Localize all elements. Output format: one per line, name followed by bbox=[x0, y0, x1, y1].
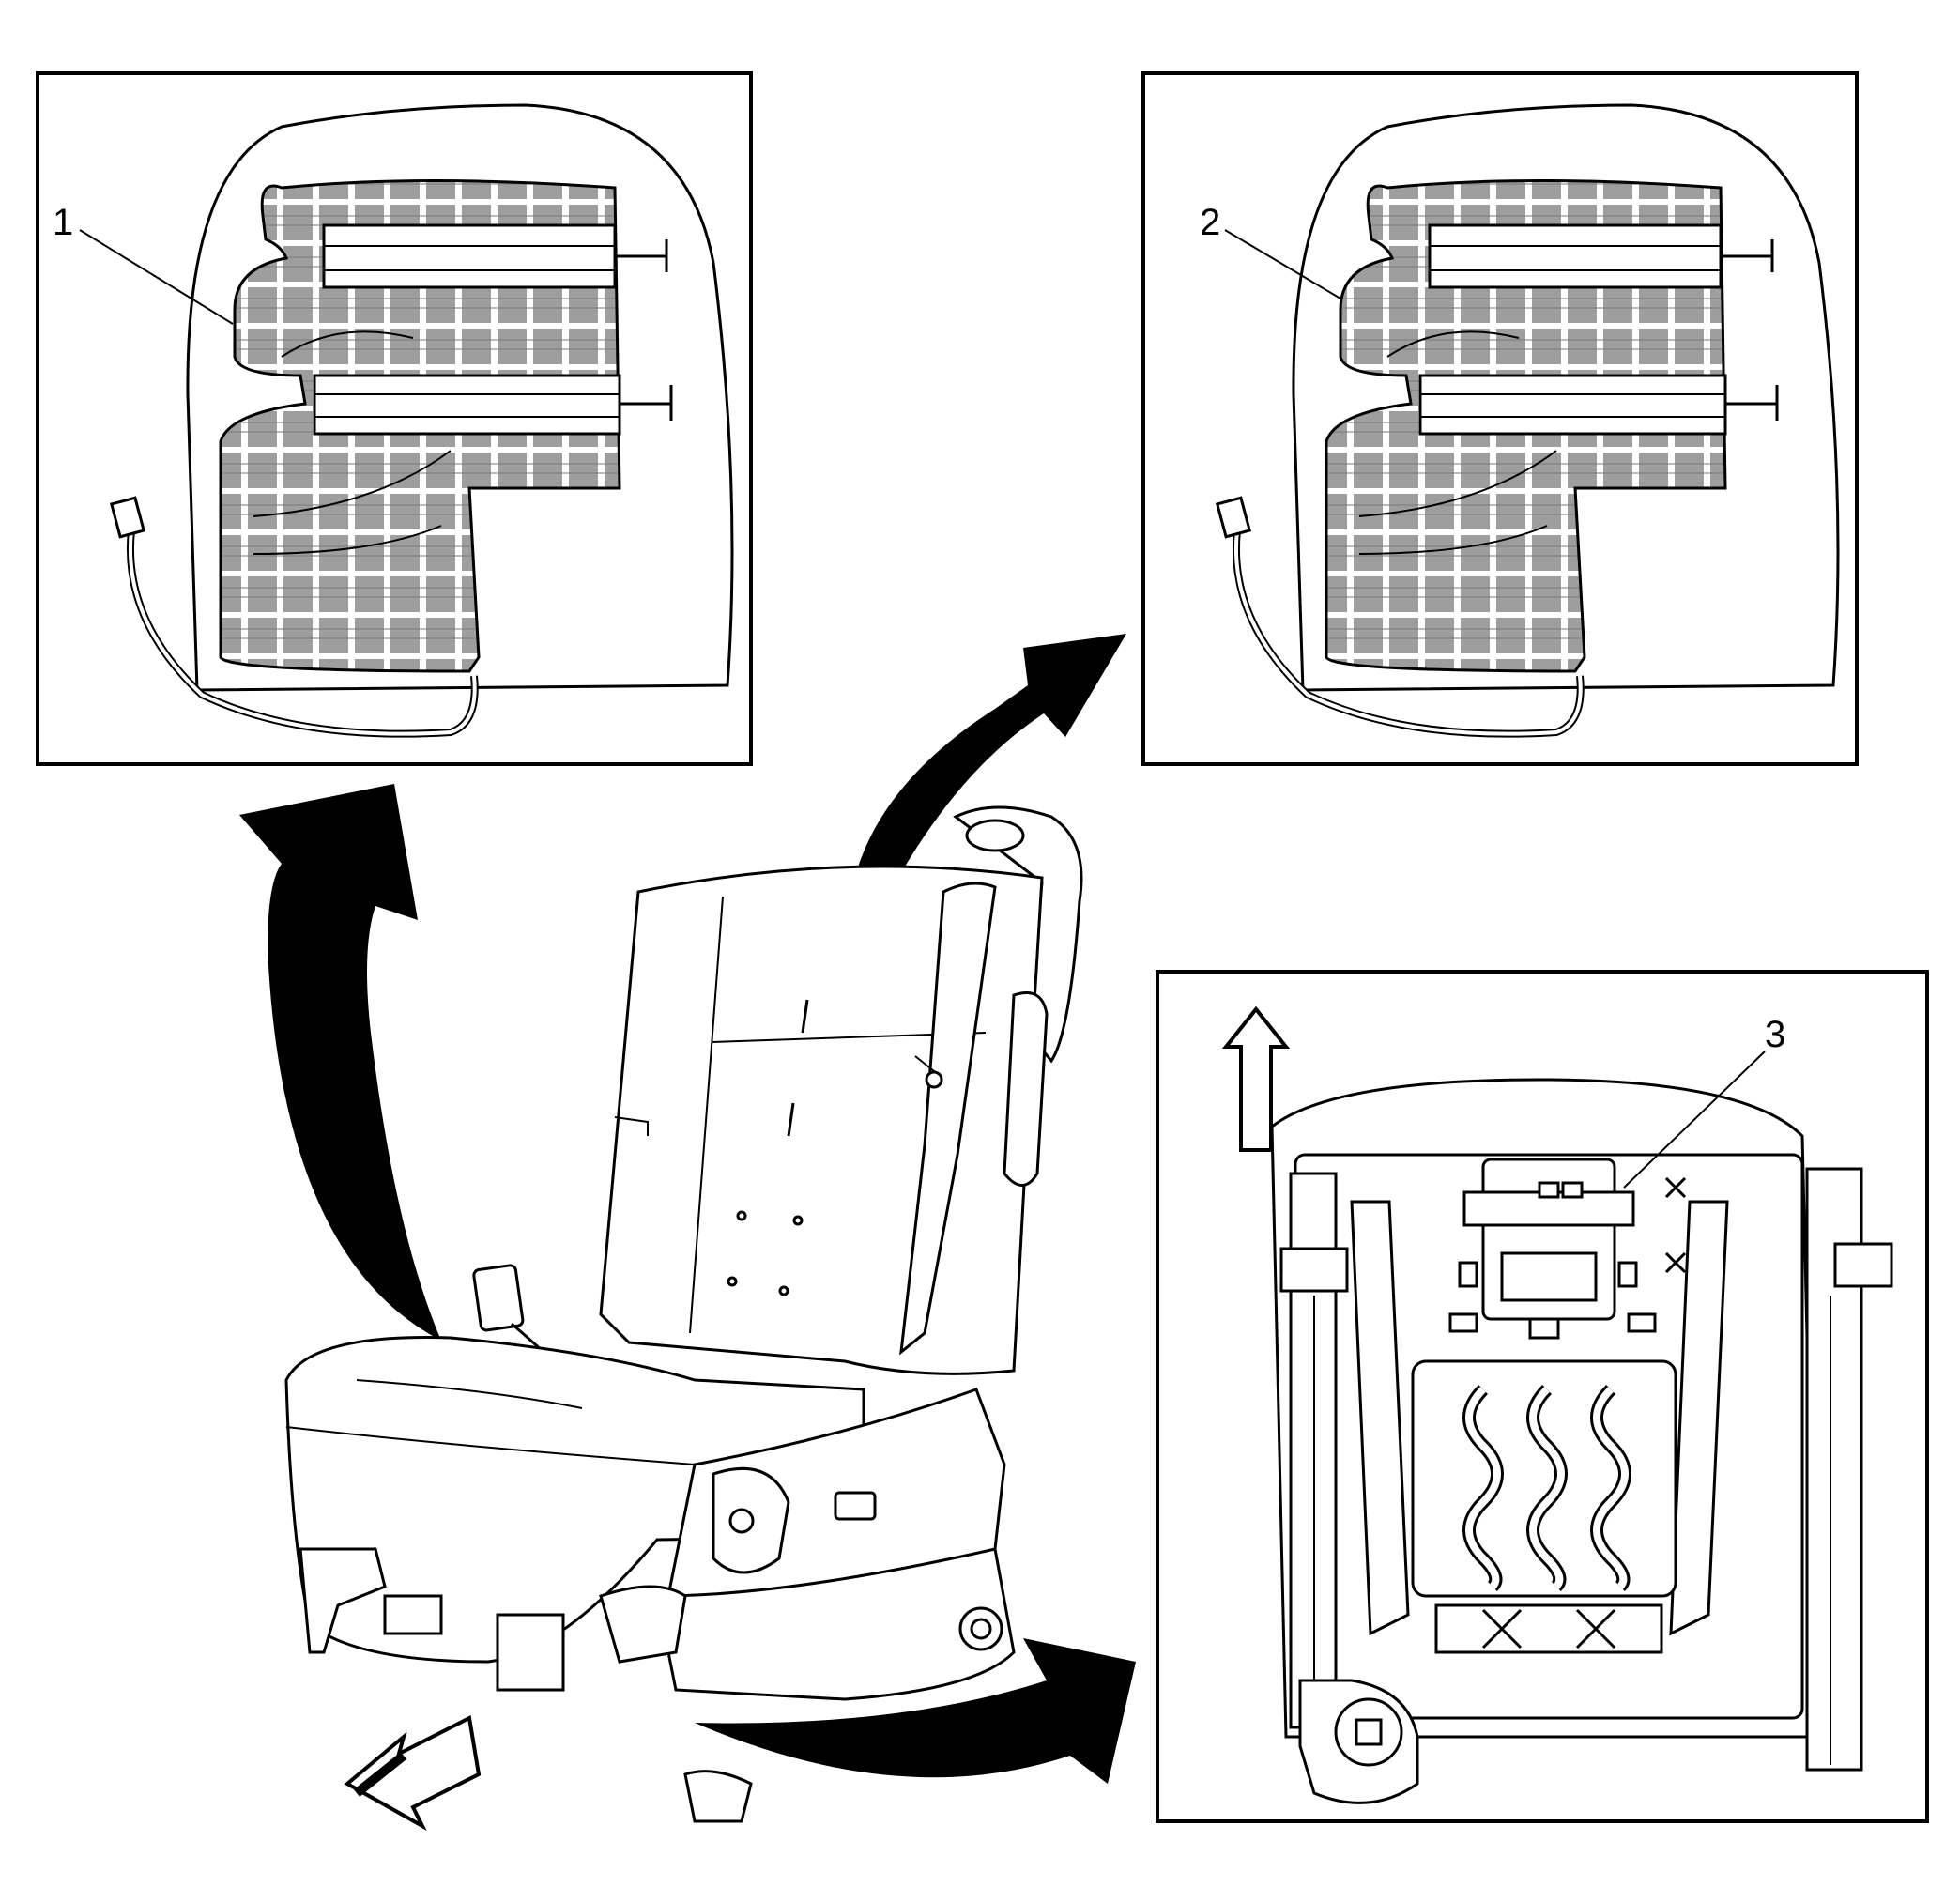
upper-tube-2 bbox=[1428, 223, 1774, 289]
arrow-to-panel-3 bbox=[695, 1638, 1136, 1784]
callout-leader-1 bbox=[79, 229, 234, 325]
seatback-outline-1 bbox=[186, 103, 734, 692]
seat-base bbox=[655, 1547, 1016, 1701]
callout-leader-2 bbox=[1224, 229, 1341, 299]
callout-3: 3 bbox=[1765, 1014, 1785, 1055]
upper-tube-1 bbox=[322, 223, 668, 289]
seat-belt bbox=[899, 882, 997, 1356]
left-arrow-icon bbox=[344, 1714, 482, 1831]
lower-tube-1 bbox=[313, 374, 673, 436]
callout-leader-3 bbox=[1623, 1051, 1766, 1189]
panel-heater-pad-1: 1 bbox=[36, 71, 753, 766]
harness-connector-2 bbox=[1215, 496, 1252, 539]
arrow-to-panel-2 bbox=[846, 634, 1126, 976]
panel-seat-module: 3 bbox=[1156, 970, 1929, 1823]
seat-belt-buckle bbox=[472, 1264, 525, 1332]
seat-assembly bbox=[284, 805, 1083, 1823]
up-arrow-icon bbox=[1221, 1005, 1291, 1152]
arrow-to-panel-1 bbox=[239, 784, 441, 1341]
headrest bbox=[953, 805, 1083, 1064]
seat-rail bbox=[299, 1547, 387, 1654]
callout-2: 2 bbox=[1200, 202, 1220, 243]
harness-connector-1 bbox=[109, 496, 146, 539]
seatback-outline-2 bbox=[1292, 103, 1840, 692]
spring-pan bbox=[1411, 1359, 1677, 1598]
callout-1: 1 bbox=[53, 202, 73, 243]
flow-arrows bbox=[239, 634, 1136, 1784]
panel-heater-pad-2: 2 bbox=[1141, 71, 1859, 766]
lower-tube-2 bbox=[1418, 374, 1779, 436]
